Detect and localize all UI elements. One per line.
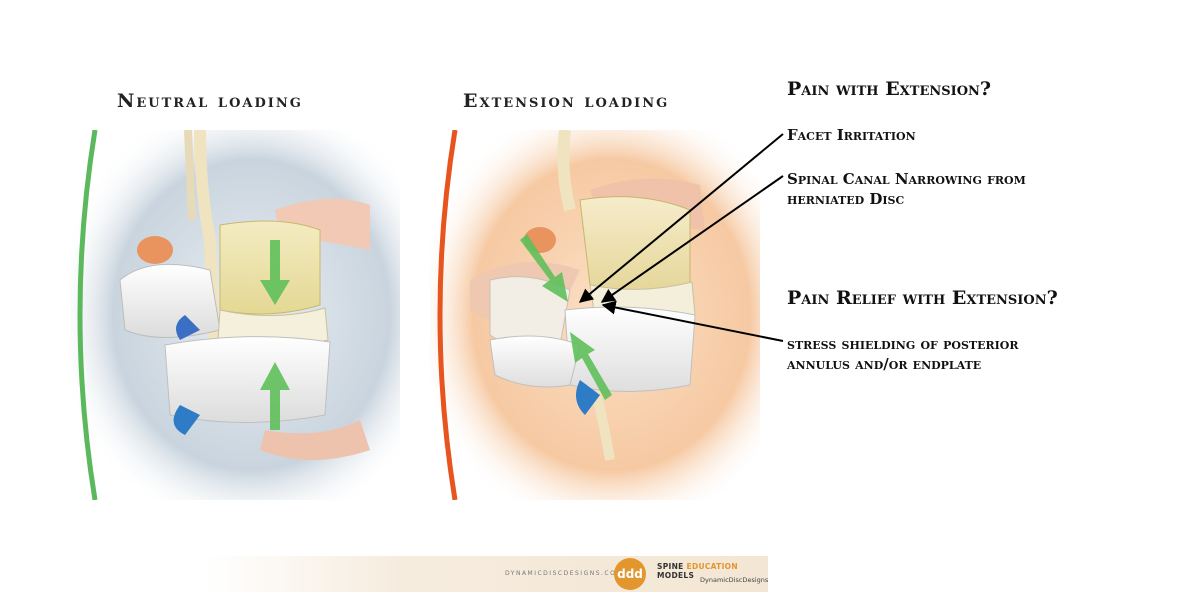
spinal-canal-label-line2: herniated Disc bbox=[787, 190, 905, 208]
footer-brand-strip: DYNAMICDISCDESIGNS.COM ddd SPINE EDUCATI… bbox=[205, 556, 768, 592]
nerve-root bbox=[194, 130, 221, 371]
stress-shielding-label: stress shielding of posterior annulus an… bbox=[787, 334, 1018, 374]
neutral-loading-title: Neutral loading bbox=[117, 90, 303, 112]
extension-loading-title: Extension loading bbox=[463, 90, 670, 112]
posterior-elements bbox=[119, 263, 221, 338]
stress-label-line2: annulus and/or endplate bbox=[787, 355, 982, 373]
spinal-canal-label-line1: Spinal Canal Narrowing from bbox=[787, 170, 1026, 188]
neutral-green-arc bbox=[77, 130, 98, 500]
ddd-logo-icon: ddd bbox=[614, 558, 646, 590]
upper-vertebra-gel bbox=[579, 196, 691, 291]
nerve-root bbox=[557, 130, 576, 212]
brand-education: EDUCATION bbox=[686, 562, 738, 571]
lower-hand bbox=[260, 420, 370, 460]
spinal-canal-narrowing-label: Spinal Canal Narrowing from herniated Di… bbox=[787, 169, 1026, 209]
blue-marker-lower bbox=[576, 380, 600, 415]
extension-spine-model-image bbox=[430, 130, 760, 500]
green-load-arrow-up-icon bbox=[570, 332, 612, 400]
extension-orange-arc bbox=[437, 130, 458, 500]
brand-spine: SPINE bbox=[657, 562, 684, 571]
footer-brand-title: SPINE EDUCATION MODELS bbox=[657, 562, 768, 580]
facet-orange bbox=[137, 236, 173, 264]
lower-posterior-elements bbox=[489, 335, 581, 388]
stress-label-line1: stress shielding of posterior bbox=[787, 335, 1019, 353]
facet-irritation-label: Facet Irritation bbox=[787, 126, 916, 144]
brand-models: MODELS bbox=[657, 571, 695, 580]
green-load-arrow-down-icon bbox=[520, 234, 568, 302]
green-load-arrow-up-icon bbox=[260, 362, 290, 430]
blue-marker-upper bbox=[176, 315, 200, 340]
footer-brand-subtitle: DynamicDiscDesigns bbox=[700, 576, 769, 584]
pain-relief-with-extension-heading: Pain Relief with Extension? bbox=[787, 287, 1058, 309]
nerve-tube bbox=[184, 130, 196, 221]
lower-vertebra bbox=[164, 336, 331, 423]
pain-with-extension-heading: Pain with Extension? bbox=[787, 78, 992, 100]
neutral-spine-model-image bbox=[70, 130, 400, 500]
green-load-arrow-down-icon bbox=[260, 240, 290, 305]
blue-marker-lower bbox=[173, 405, 200, 435]
footer-url: DYNAMICDISCDESIGNS.COM bbox=[505, 570, 624, 577]
